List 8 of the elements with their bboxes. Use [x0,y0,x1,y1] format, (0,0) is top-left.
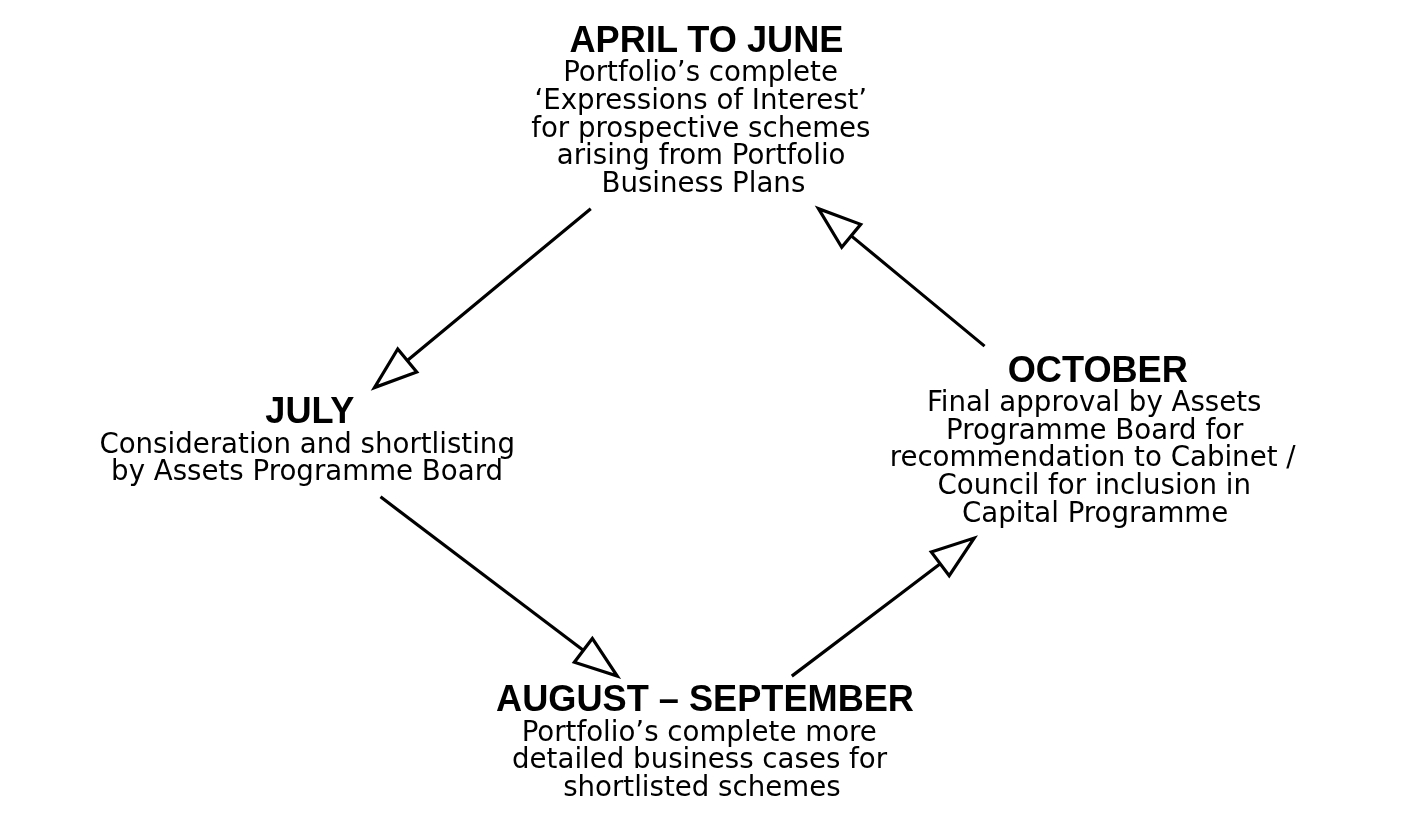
arrow [790,535,978,678]
node-text: OCTOBER Final approval by Assets Programme Board for recommendation to Cabinet / Council for inclusion in Capital Programme [889,348,1296,529]
node-text: APRIL TO JUNE Portfolio’s complete ‘Expressions of Interest’ for prospective schemes arising from Portfolio Business Plans [530,19,871,199]
arrow [370,207,592,391]
node-text: AUGUST – SEPTEMBER Portfolio’s complete more detailed business cases for shortlisted schemes [495,678,914,804]
arrow [379,495,621,679]
node-text: JULY Consideration and shortlisting by Assets Programme Board [98,390,515,488]
arrow [814,205,986,348]
